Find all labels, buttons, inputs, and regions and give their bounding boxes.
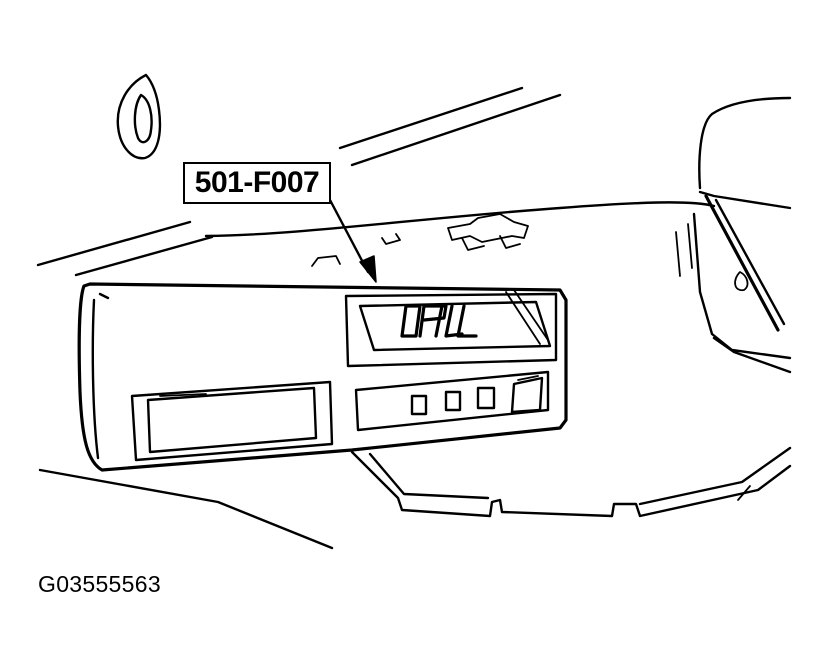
- figure-id-text: G03555563: [38, 571, 161, 597]
- callout-leader-arrow: [328, 198, 377, 283]
- visor-mechanism-outline: [675, 96, 792, 374]
- digital-display: [344, 289, 558, 368]
- console-housing: [77, 282, 568, 472]
- part-callout-label: 501-F007: [183, 162, 331, 204]
- dome-light-outline: [116, 73, 162, 160]
- control-buttons-panel: [354, 370, 550, 432]
- headliner-contour-lines: [36, 86, 716, 550]
- display-digits: [400, 304, 478, 338]
- lower-trim-tabs: [350, 446, 792, 518]
- retaining-clips: [311, 213, 529, 267]
- storage-compartment: [130, 380, 334, 462]
